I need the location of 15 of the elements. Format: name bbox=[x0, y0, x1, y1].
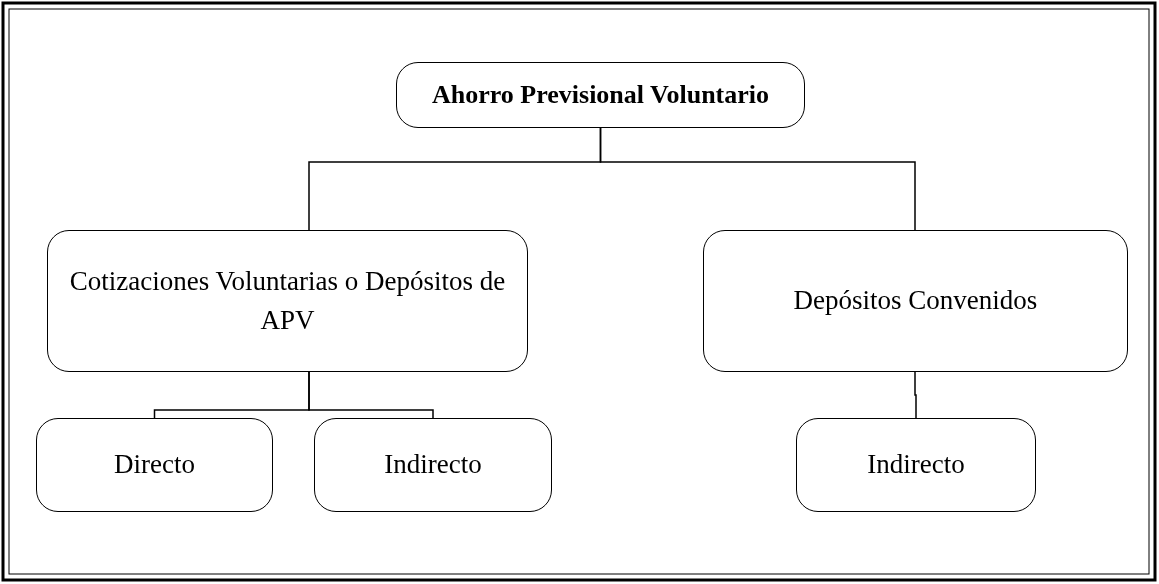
rounded-box bbox=[314, 418, 552, 512]
connector-line bbox=[308, 371, 434, 419]
node-label: Ahorro Previsional Voluntario bbox=[431, 79, 770, 112]
rounded-box bbox=[703, 230, 1128, 372]
node-label: Indirecto bbox=[384, 448, 482, 482]
node-label: Directo bbox=[114, 448, 195, 482]
rounded-box bbox=[396, 62, 805, 128]
connector-line bbox=[599, 127, 916, 231]
rounded-box bbox=[36, 418, 273, 512]
node-label: Depósitos Convenidos bbox=[793, 284, 1038, 318]
node-label: Cotizaciones Voluntarias o Depósitos de APV bbox=[68, 264, 507, 337]
rounded-box bbox=[47, 230, 528, 372]
node-label: Indirecto bbox=[867, 448, 965, 482]
rounded-box bbox=[796, 418, 1036, 512]
connector-line bbox=[914, 371, 917, 419]
